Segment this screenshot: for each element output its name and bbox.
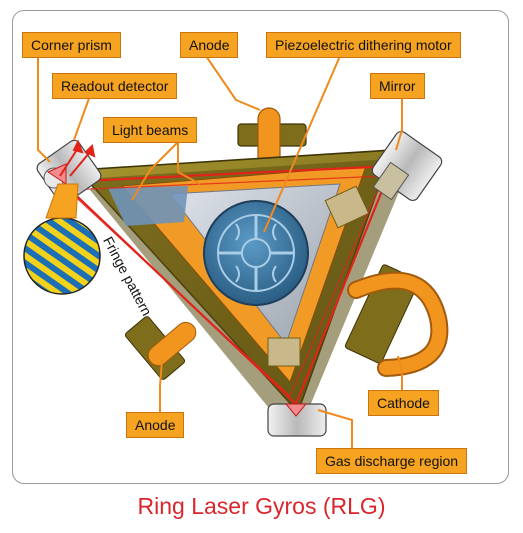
anode-bottom-electrode xyxy=(124,316,197,380)
label-readout-detector: Readout detector xyxy=(52,73,178,99)
label-anode-bottom: Anode xyxy=(126,412,185,438)
cathode-electrode xyxy=(344,264,449,377)
laser-beam-return xyxy=(67,175,385,398)
figure-caption: Ring Laser Gyros (RLG) xyxy=(137,493,386,519)
label-cathode: Cathode xyxy=(368,390,439,416)
bottom-mirror-housing xyxy=(267,403,327,437)
label-gas-discharge-region: Gas discharge region xyxy=(316,448,468,474)
readout-arrows xyxy=(59,139,96,177)
label-mirror: Mirror xyxy=(370,73,425,99)
corner-prism-housing xyxy=(36,139,102,205)
label-piezo-motor: Piezoelectric dithering motor xyxy=(266,32,461,58)
label-light-beams: Light beams xyxy=(103,117,198,143)
mirror-housing xyxy=(371,130,443,202)
fringe-pattern-disc xyxy=(23,183,101,295)
label-anode-top: Anode xyxy=(180,32,239,58)
dithering-motor xyxy=(203,200,309,306)
label-corner-prism: Corner prism xyxy=(22,32,121,58)
